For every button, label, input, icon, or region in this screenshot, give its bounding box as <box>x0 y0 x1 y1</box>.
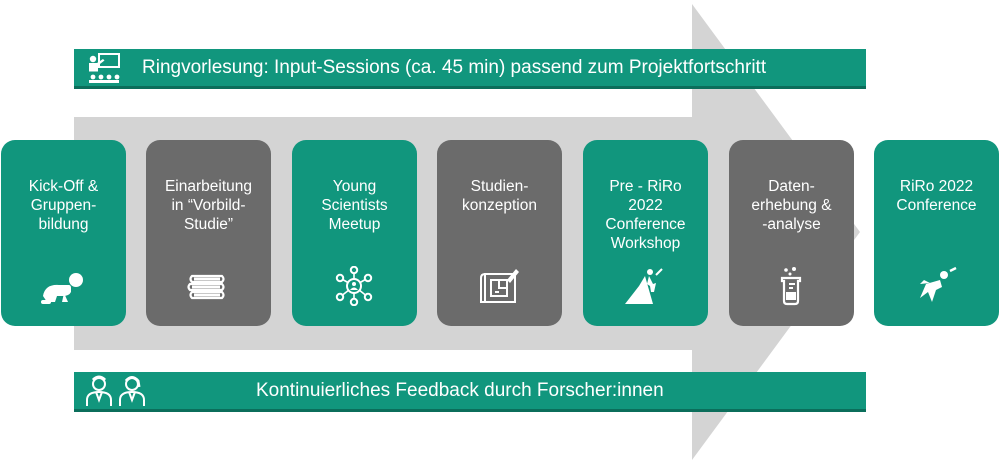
step-label-line: erhebung & <box>751 197 832 214</box>
top-banner-text: Ringvorlesung: Input-Sessions (ca. 45 mi… <box>142 57 767 78</box>
step-label: Studien-konzeption <box>441 177 558 215</box>
step-label-line: Meetup <box>328 216 381 233</box>
step-label-line: konzeption <box>462 197 537 214</box>
step-label: Einarbeitung in “Vorbild- Studie” <box>150 177 267 234</box>
blueprint-icon <box>480 269 519 303</box>
step-label-line: in “Vorbild- <box>171 197 246 214</box>
books-icon <box>187 274 225 300</box>
step-label-line: RiRo 2022 <box>899 178 974 195</box>
step-label-line: Young <box>332 178 377 195</box>
step-label: Daten-erhebung & -analyse <box>733 177 850 234</box>
step-box-2: Einarbeitung in “Vorbild- Studie” <box>146 140 271 326</box>
superhero-icon <box>920 266 957 302</box>
step-label-line: bildung <box>38 216 89 233</box>
step-label-line: Conference <box>896 197 977 214</box>
researchers-icon <box>86 375 145 406</box>
step-box-6: Daten-erhebung & -analyse <box>729 140 854 326</box>
step-label-line: Gruppen- <box>30 197 97 214</box>
step-label-line: Daten- <box>768 178 815 195</box>
step-label-line: -analyse <box>762 216 821 233</box>
step-label-line: Scientists <box>321 197 388 214</box>
step-label-line: 2022 <box>628 197 663 214</box>
network-people-icon <box>335 266 373 306</box>
step-label: Kick-Off & Gruppen-bildung <box>5 177 122 234</box>
step-label-line: Workshop <box>610 235 681 252</box>
crawling-baby-icon <box>41 273 83 304</box>
top-banner: Ringvorlesung: Input-Sessions (ca. 45 mi… <box>74 49 866 89</box>
mountain-climber-icon <box>625 268 663 304</box>
step-label-line: Conference <box>605 216 686 233</box>
step-box-1: Kick-Off & Gruppen-bildung <box>1 140 126 326</box>
lecture-presenter-icon <box>89 53 120 83</box>
step-label-line: Studie” <box>183 216 234 233</box>
step-label-line: Einarbeitung <box>164 178 253 195</box>
bottom-banner: Kontinuierliches Feedback durch Forscher… <box>74 372 866 412</box>
beaker-icon <box>780 267 802 306</box>
step-label-line: Kick-Off & <box>28 178 99 195</box>
step-label-line: Pre - RiRo <box>609 178 682 195</box>
step-box-4: Studien-konzeption <box>437 140 562 326</box>
step-label-line: Studien- <box>470 178 529 195</box>
bottom-banner-text: Kontinuierliches Feedback durch Forscher… <box>256 380 664 401</box>
